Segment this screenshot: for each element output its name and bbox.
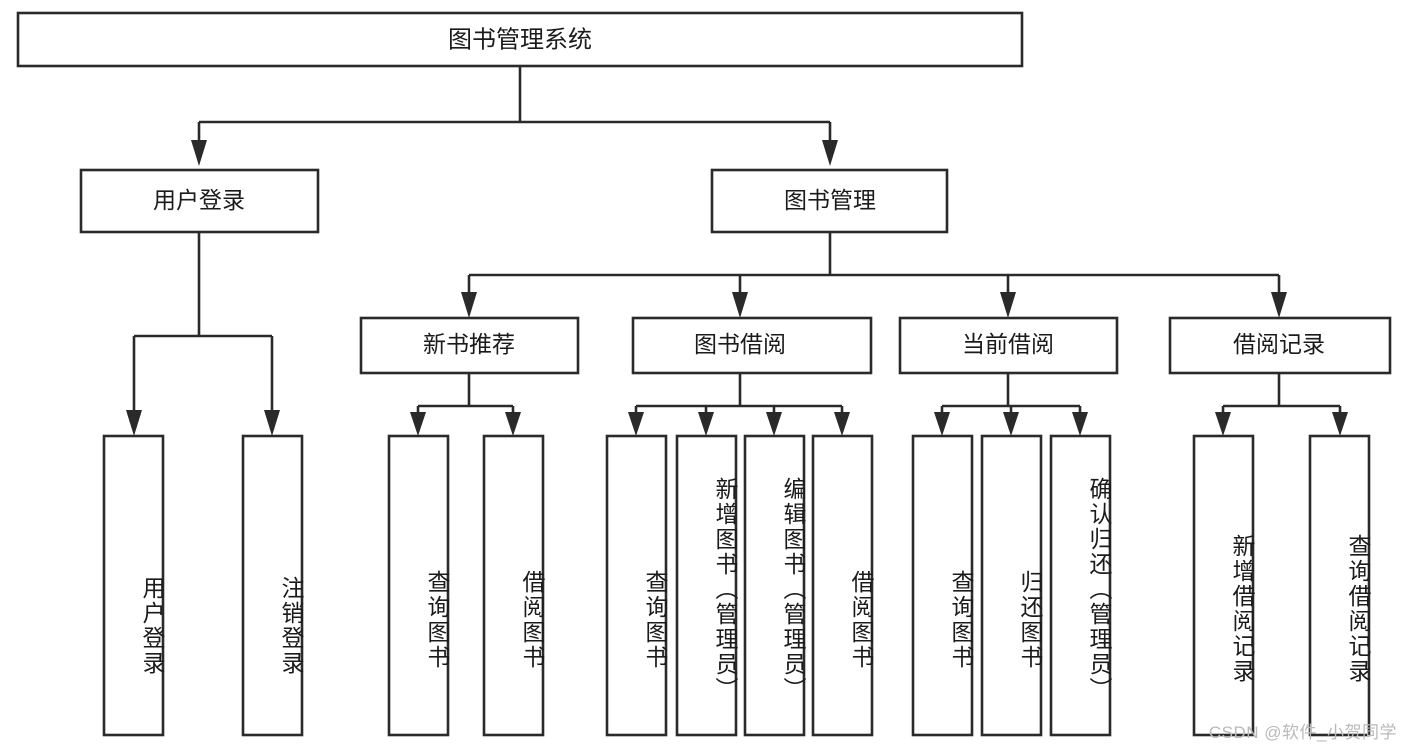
- edge-group-current-borrow: [934, 373, 1088, 436]
- arrow-head-leaf-1: [126, 410, 142, 436]
- node-borrow-record[interactable]: 借阅记录: [1168, 316, 1392, 375]
- arrow-head-leaf-6: [698, 412, 714, 436]
- arrow-head-leaf-8: [834, 412, 850, 436]
- arrow-head-user-login: [191, 140, 207, 166]
- node-leaf-7[interactable]: [743, 434, 806, 737]
- edge-group-book-manage: [461, 232, 1287, 318]
- arrow-head-leaf-5: [628, 412, 644, 436]
- arrow-head-leaf-4: [505, 412, 521, 436]
- node-leaf-4[interactable]: [482, 434, 545, 737]
- node-leaf-9[interactable]: [911, 434, 974, 737]
- node-leaf-1[interactable]: [102, 434, 165, 737]
- arrow-head-leaf-2: [264, 410, 280, 436]
- arrow-head-leaf-9: [934, 412, 950, 436]
- arrow-head-leaf-12: [1215, 412, 1231, 436]
- node-book-borrow-label: 图书借阅: [694, 331, 786, 357]
- edge-group-borrow-record: [1215, 373, 1348, 436]
- node-book-manage-label: 图书管理: [784, 187, 876, 213]
- node-leaf-8-box[interactable]: [811, 434, 874, 737]
- node-root-label: 图书管理系统: [448, 26, 592, 53]
- node-new-book-rec-label: 新书推荐: [423, 331, 515, 357]
- node-leaf-13-box[interactable]: [1308, 434, 1371, 737]
- node-new-book-rec-box[interactable]: [359, 316, 580, 375]
- csdn-watermark: CSDN @软件_小贺同学: [1208, 723, 1397, 742]
- node-book-borrow-box[interactable]: [631, 316, 873, 375]
- node-leaf-13[interactable]: [1308, 434, 1371, 737]
- edge-group-user-login: [126, 232, 280, 436]
- edge-group-root: [191, 66, 838, 166]
- node-leaf-11[interactable]: [1049, 434, 1112, 737]
- node-leaf-6[interactable]: [675, 434, 738, 737]
- arrow-head-leaf-13: [1332, 412, 1348, 436]
- node-current-borrow[interactable]: 当前借阅: [898, 316, 1119, 375]
- node-root-box[interactable]: [16, 11, 1024, 68]
- arrow-head-leaf-10: [1003, 412, 1019, 436]
- arrow-head-current-borrow: [1000, 292, 1016, 318]
- node-user-login[interactable]: 用户登录: [79, 168, 320, 234]
- arrow-head-borrow-record: [1271, 292, 1287, 318]
- node-leaf-5[interactable]: [605, 434, 668, 737]
- node-leaf-12[interactable]: [1192, 434, 1255, 737]
- node-leaf-10[interactable]: [980, 434, 1043, 737]
- node-leaf-4-box[interactable]: [482, 434, 545, 737]
- node-leaf-9-box[interactable]: [911, 434, 974, 737]
- node-book-borrow[interactable]: 图书借阅: [631, 316, 873, 375]
- node-leaf-12-box[interactable]: [1192, 434, 1255, 737]
- node-leaf-2-box[interactable]: [241, 434, 304, 737]
- arrow-head-new-book-rec: [461, 292, 477, 318]
- edge-group-book-borrow: [628, 373, 850, 436]
- node-leaf-3-box[interactable]: [387, 434, 450, 737]
- node-new-book-rec[interactable]: 新书推荐: [359, 316, 580, 375]
- arrow-head-book-borrow: [732, 292, 748, 318]
- node-root[interactable]: 图书管理系统: [16, 11, 1024, 68]
- node-current-borrow-label: 当前借阅: [962, 331, 1054, 357]
- arrow-head-leaf-3: [410, 412, 426, 436]
- arrow-head-book-manage: [822, 140, 838, 166]
- node-leaf-10-box[interactable]: [980, 434, 1043, 737]
- node-user-login-label: 用户登录: [153, 187, 245, 213]
- node-book-manage[interactable]: 图书管理: [710, 168, 949, 234]
- node-borrow-record-label: 借阅记录: [1233, 331, 1325, 357]
- node-leaf-2[interactable]: [241, 434, 304, 737]
- node-leaf-11-box[interactable]: [1049, 434, 1112, 737]
- node-leaf-7-box[interactable]: [743, 434, 806, 737]
- node-leaf-3[interactable]: [387, 434, 450, 737]
- node-leaf-1-box[interactable]: [102, 434, 165, 737]
- node-user-login-box[interactable]: [79, 168, 320, 234]
- node-borrow-record-box[interactable]: [1168, 316, 1392, 375]
- node-leaf-6-box[interactable]: [675, 434, 738, 737]
- node-current-borrow-box[interactable]: [898, 316, 1119, 375]
- arrow-head-leaf-11: [1072, 412, 1088, 436]
- node-book-manage-box[interactable]: [710, 168, 949, 234]
- node-leaf-5-box[interactable]: [605, 434, 668, 737]
- arrow-head-leaf-7: [766, 412, 782, 436]
- node-leaf-8[interactable]: [811, 434, 874, 737]
- edge-group-new-book-rec: [410, 373, 521, 436]
